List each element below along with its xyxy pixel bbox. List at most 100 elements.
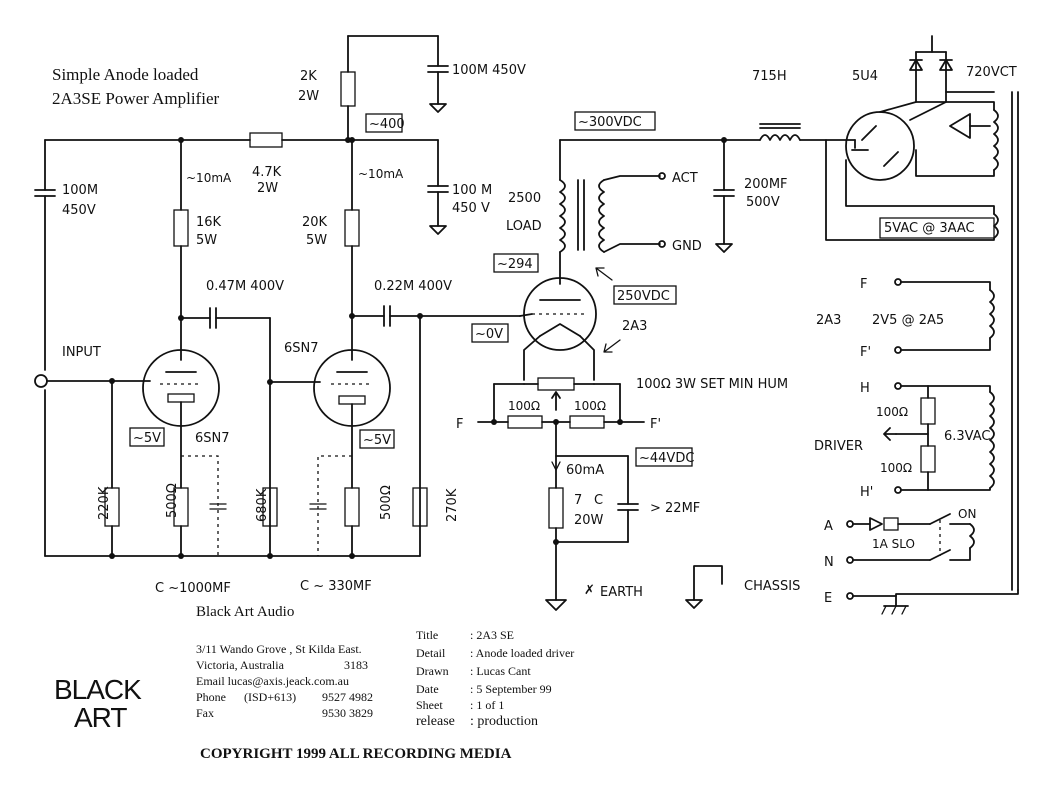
label-20k: 20K <box>302 215 328 230</box>
company-email: Email lucas@axis.jeack.com.au <box>196 674 349 688</box>
tb-detail-key: Detail <box>416 646 446 660</box>
voltage-5v-b: ~5V <box>363 433 391 448</box>
tb-title-key: Title <box>416 628 439 642</box>
voltage-5v-a: ~5V <box>133 431 161 446</box>
label-720vct: 720VCT <box>966 65 1017 80</box>
label-sec-f: F <box>860 277 867 292</box>
label-tube-6sn7-b: 6SN7 <box>284 341 319 356</box>
label-4k7-watt: 2W <box>257 181 278 196</box>
label-sec-fp: F' <box>860 345 871 360</box>
label-16k: 16K <box>196 215 222 230</box>
hum-pot <box>537 377 575 391</box>
label-mains-a: A <box>824 519 833 534</box>
label-sec-63vac: 6.3VAC <box>944 429 990 444</box>
label-500-a: 500Ω <box>165 483 180 518</box>
label-100-a: 100Ω <box>508 399 540 413</box>
label-tube-6sn7-a: 6SN7 <box>195 431 230 446</box>
fuse-symbol <box>869 517 883 531</box>
label-sec-driver: DRIVER <box>814 439 863 454</box>
current-10ma-a: ~10mA <box>186 171 232 185</box>
company-fax-label: Fax <box>196 706 214 720</box>
label-sec-100a: 100Ω <box>876 405 908 419</box>
tb-release-key: release <box>416 714 455 729</box>
resistor-100-b <box>569 415 605 429</box>
label-cap-100m-mid-volt: 450 V <box>452 201 490 216</box>
logo-line-2: ART <box>74 702 127 733</box>
choke-715h <box>759 134 801 141</box>
voltage-294: ~294 <box>497 257 533 272</box>
tb-title-value: : 2A3 SE <box>470 628 515 642</box>
output-transformer-primary <box>559 179 566 253</box>
label-mains-n: N <box>824 555 834 570</box>
label-cap-1000: C ~1000MF <box>155 581 231 596</box>
symbol-earth: ✗ <box>584 583 595 598</box>
company-phone-label: Phone <box>196 690 226 704</box>
label-sec-h: H <box>860 381 870 396</box>
company-phone-code: (ISD+613) <box>244 690 297 704</box>
current-10ma-b: ~10mA <box>358 167 404 181</box>
company-city: Victoria, Australia <box>196 658 284 672</box>
label-cap-200mf: 200MF <box>744 177 788 192</box>
label-sec-2a3: 2A3 <box>816 313 841 328</box>
label-choke: 715H <box>752 69 787 84</box>
label-sec-2v5: 2V5 @ 2A5 <box>872 313 944 328</box>
voltage-250vdc: 250VDC <box>617 289 670 304</box>
company-postcode: 3183 <box>344 658 368 672</box>
label-f-right: F' <box>650 417 661 432</box>
label-270k: 270K <box>445 488 460 522</box>
resistor-270k <box>412 487 428 527</box>
company-address: 3/11 Wando Grove , St Kilda East. <box>196 642 362 656</box>
label-cap-100m-top: 100M 450V <box>452 63 526 78</box>
tb-sheet-value: : 1 of 1 <box>470 698 505 712</box>
voltage-400: ~400 <box>369 117 405 132</box>
label-mains-e: E <box>824 591 832 606</box>
label-16k-watt: 5W <box>196 233 217 248</box>
label-earth: EARTH <box>600 585 643 600</box>
resistor-680k <box>262 487 278 527</box>
resistor-100-a <box>507 415 543 429</box>
label-rectifier: 5U4 <box>852 69 878 84</box>
label-act: ACT <box>672 171 698 186</box>
resistor-16k <box>173 209 189 247</box>
label-cap-022: 0.22M 400V <box>374 279 452 294</box>
label-load-ohms: 2500 <box>508 191 541 206</box>
tube-2a3 <box>519 277 597 381</box>
company-name: Black Art Audio <box>196 604 295 620</box>
label-220k: 220K <box>97 486 112 520</box>
label-cap-100m-left: 100M <box>62 183 98 198</box>
stage1-anode <box>173 139 321 557</box>
label-100-b: 100Ω <box>574 399 606 413</box>
label-cap-22mf: > 22MF <box>650 501 700 516</box>
resistor-4k7 <box>249 132 283 148</box>
label-load: LOAD <box>506 219 542 234</box>
decoupling-rail <box>34 132 449 557</box>
tb-date-value: : 5 September 99 <box>470 682 552 696</box>
label-cap-200mf-volt: 500V <box>746 195 780 210</box>
label-2k: 2K <box>300 69 317 84</box>
label-5vac: 5VAC @ 3AAC <box>884 221 975 236</box>
label-gnd: GND <box>672 239 702 254</box>
label-sec-hp: H' <box>860 485 873 500</box>
tube-6sn7-1 <box>142 349 220 489</box>
label-cap-047: 0.47M 400V <box>206 279 284 294</box>
tb-drawn-value: : Lucas Cant <box>470 664 531 678</box>
tb-release-value: : production <box>470 714 539 729</box>
label-fuse: 1A SLO <box>872 537 915 551</box>
title-line-2: 2A3SE Power Amplifier <box>52 89 219 108</box>
label-500-b: 500Ω <box>379 485 394 520</box>
label-cap-100m-left-volt: 450V <box>62 203 96 218</box>
label-7-watt: 20W <box>574 513 604 528</box>
tb-date-key: Date <box>416 682 439 696</box>
label-cap-100m-mid: 100 M <box>452 183 492 198</box>
company-fax: 9530 3829 <box>322 706 373 720</box>
copyright: COPYRIGHT 1999 ALL RECORDING MEDIA <box>200 746 512 762</box>
ht-secondary <box>993 109 999 171</box>
voltage-0v: ~0V <box>475 327 503 342</box>
label-f-left: F <box>456 417 463 432</box>
voltage-300vdc: ~300VDC <box>578 115 642 130</box>
label-7-ohm: 7 <box>574 493 582 508</box>
tube-6sn7-2 <box>313 349 391 489</box>
tb-sheet-key: Sheet <box>416 698 443 712</box>
rectifier-5u4 <box>845 111 915 181</box>
